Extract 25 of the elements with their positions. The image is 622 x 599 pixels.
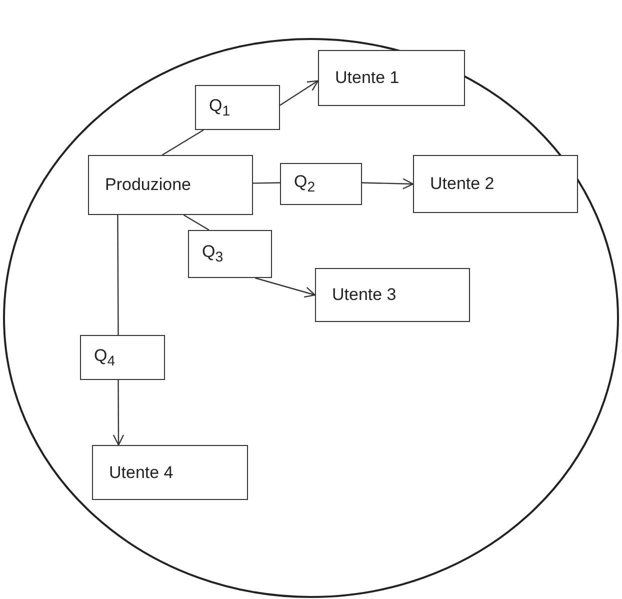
arrow — [280, 80, 319, 106]
arrow — [255, 277, 316, 298]
process-box — [318, 50, 465, 106]
process-box — [92, 445, 248, 500]
process-box — [280, 163, 362, 205]
box-label: Produzione — [105, 175, 192, 195]
box-label: Utente 4 — [109, 462, 174, 482]
connector-line — [252, 182, 280, 184]
box-label: Q$_{1}$ — [208, 96, 230, 120]
box-label: Q$_{3}$ — [201, 242, 224, 266]
box-label: Q$_{2}$ — [293, 172, 316, 196]
box-label: Utente 3 — [332, 285, 396, 305]
box-label: Q$_{4}$ — [93, 346, 116, 370]
arrow — [112, 380, 124, 446]
process-box — [413, 155, 578, 213]
process-box — [80, 335, 165, 380]
process-box — [88, 155, 253, 215]
arrow — [362, 178, 414, 190]
box-label: Utente 1 — [335, 68, 400, 88]
connector-line — [117, 215, 119, 335]
process-box — [315, 268, 470, 322]
connector-line — [162, 129, 204, 156]
process-box — [195, 85, 280, 130]
box-label: Utente 2 — [430, 174, 494, 194]
process-box — [188, 230, 272, 278]
